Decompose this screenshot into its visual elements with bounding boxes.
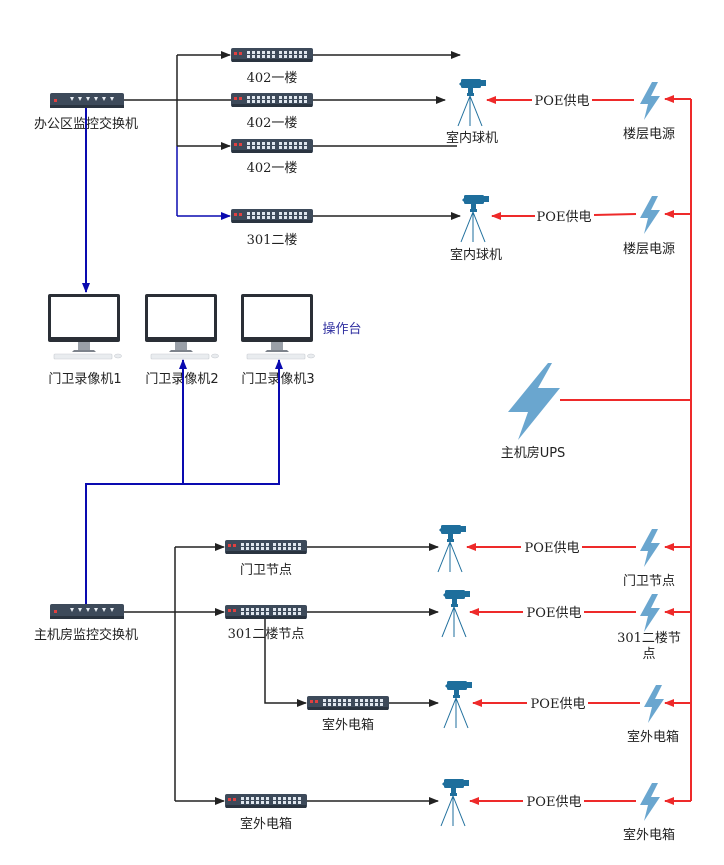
power-bolt-icon	[640, 529, 660, 567]
branch-switch-icon	[231, 93, 313, 107]
camera-icon	[460, 194, 490, 243]
branch-switch-icon	[307, 696, 389, 710]
power-bolt-icon	[640, 783, 660, 821]
power-bolt-icon	[644, 685, 664, 723]
main-switch-icon	[50, 604, 124, 619]
power-bolt-icon	[640, 82, 660, 120]
branch-switch-icon	[231, 209, 313, 223]
console-label: 操作台	[322, 321, 361, 337]
camera-icon	[441, 589, 471, 638]
power-label: 室外电箱	[623, 827, 675, 843]
power-label: 楼层电源	[623, 127, 675, 142]
main-switch-label: 主机房监控交换机	[34, 627, 138, 643]
poe-label: POE供电	[527, 795, 582, 810]
camera-icon	[440, 778, 470, 827]
camera-icon	[457, 78, 487, 127]
branch-label: 301二楼节点	[228, 627, 305, 642]
poe-label: POE供电	[525, 541, 580, 556]
office-switch-label: 办公区监控交换机	[34, 116, 138, 132]
branch-label: 402一楼	[247, 71, 298, 86]
branch-label: 402一楼	[247, 161, 298, 176]
power-bolt-icon	[640, 594, 660, 632]
camera-icon	[443, 680, 473, 729]
poe-label: POE供电	[535, 94, 590, 109]
recorder-label: 门卫录像机1	[48, 372, 121, 387]
ups-bolt-icon	[508, 363, 560, 440]
branch-label: 室外电箱	[322, 717, 374, 733]
branch-switch-icon	[225, 794, 307, 808]
power-label: 点	[642, 647, 655, 662]
power-label: 301二楼节	[617, 631, 681, 646]
power-label: 门卫节点	[623, 574, 675, 589]
office-switch-icon	[50, 93, 124, 108]
branch-label: 门卫节点	[240, 563, 292, 578]
power-bolt-icon	[640, 196, 660, 234]
monitor-icon	[240, 293, 315, 360]
power-label: 室外电箱	[627, 729, 679, 745]
camera-label: 室内球机	[446, 130, 498, 146]
branch-switch-icon	[225, 540, 307, 554]
camera-icon	[437, 524, 467, 573]
poe-label: POE供电	[537, 210, 592, 225]
branch-switch-icon	[231, 139, 313, 153]
branch-switch-icon	[225, 605, 307, 619]
branch-label: 室外电箱	[240, 816, 292, 832]
power-label: 楼层电源	[623, 242, 675, 257]
camera-label: 室内球机	[450, 247, 502, 263]
monitor-icon	[47, 293, 122, 360]
branch-switch-icon	[231, 48, 313, 62]
branch-label: 402一楼	[247, 116, 298, 131]
poe-label: POE供电	[531, 697, 586, 712]
monitor-icon	[144, 293, 219, 360]
ups-label: 主机房UPS	[501, 445, 566, 461]
branch-label: 301二楼	[247, 233, 298, 248]
poe-label: POE供电	[527, 606, 582, 621]
